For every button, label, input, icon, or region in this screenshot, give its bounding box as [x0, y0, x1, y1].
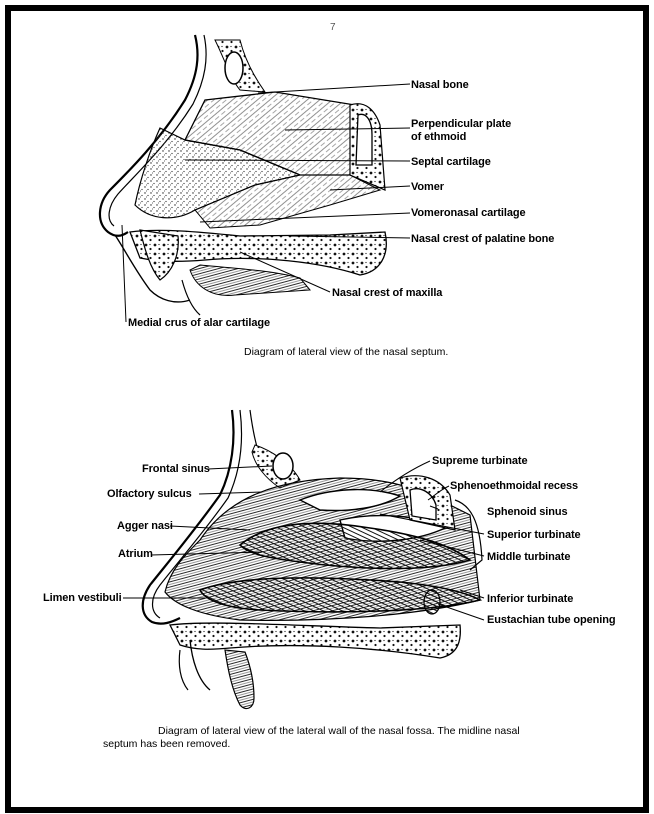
septum-caption: Diagram of lateral view of the nasal sep…	[244, 346, 448, 359]
label-middle-turbinate: Middle turbinate	[487, 551, 570, 563]
lateral-wall-caption-line1: Diagram of lateral view of the lateral w…	[158, 725, 520, 738]
label-septal-cartilage: Septal cartilage	[411, 156, 491, 168]
label-sphenoid-sinus: Sphenoid sinus	[487, 506, 568, 518]
label-vomer: Vomer	[411, 181, 444, 193]
label-vomeronasal-cartilage: Vomeronasal cartilage	[411, 207, 525, 219]
septum-illustration	[100, 35, 410, 322]
label-sphenoethmoidal-recess: Sphenoethmoidal recess	[450, 480, 578, 492]
lateral-wall-caption-line2: septum has been removed.	[103, 738, 230, 751]
label-nasal-bone: Nasal bone	[411, 79, 469, 91]
label-perpendicular-plate: Perpendicular plate	[411, 118, 511, 130]
label-eustachian-tube-opening: Eustachian tube opening	[487, 614, 616, 626]
label-perpendicular-plate-line2: of ethmoid	[411, 131, 466, 143]
label-atrium: Atrium	[118, 548, 153, 560]
label-agger-nasi: Agger nasi	[117, 520, 173, 532]
label-superior-turbinate: Superior turbinate	[487, 529, 581, 541]
label-supreme-turbinate: Supreme turbinate	[432, 455, 528, 467]
label-limen-vestibuli: Limen vestibuli	[43, 592, 122, 604]
label-nasal-crest-palatine: Nasal crest of palatine bone	[411, 233, 554, 245]
label-inferior-turbinate: Inferior turbinate	[487, 593, 573, 605]
lateral-wall-illustration	[123, 410, 484, 709]
label-medial-crus: Medial crus of alar cartilage	[128, 317, 270, 329]
label-nasal-crest-maxilla: Nasal crest of maxilla	[332, 287, 442, 299]
label-olfactory-sulcus: Olfactory sulcus	[107, 488, 192, 500]
label-frontal-sinus: Frontal sinus	[142, 463, 210, 475]
